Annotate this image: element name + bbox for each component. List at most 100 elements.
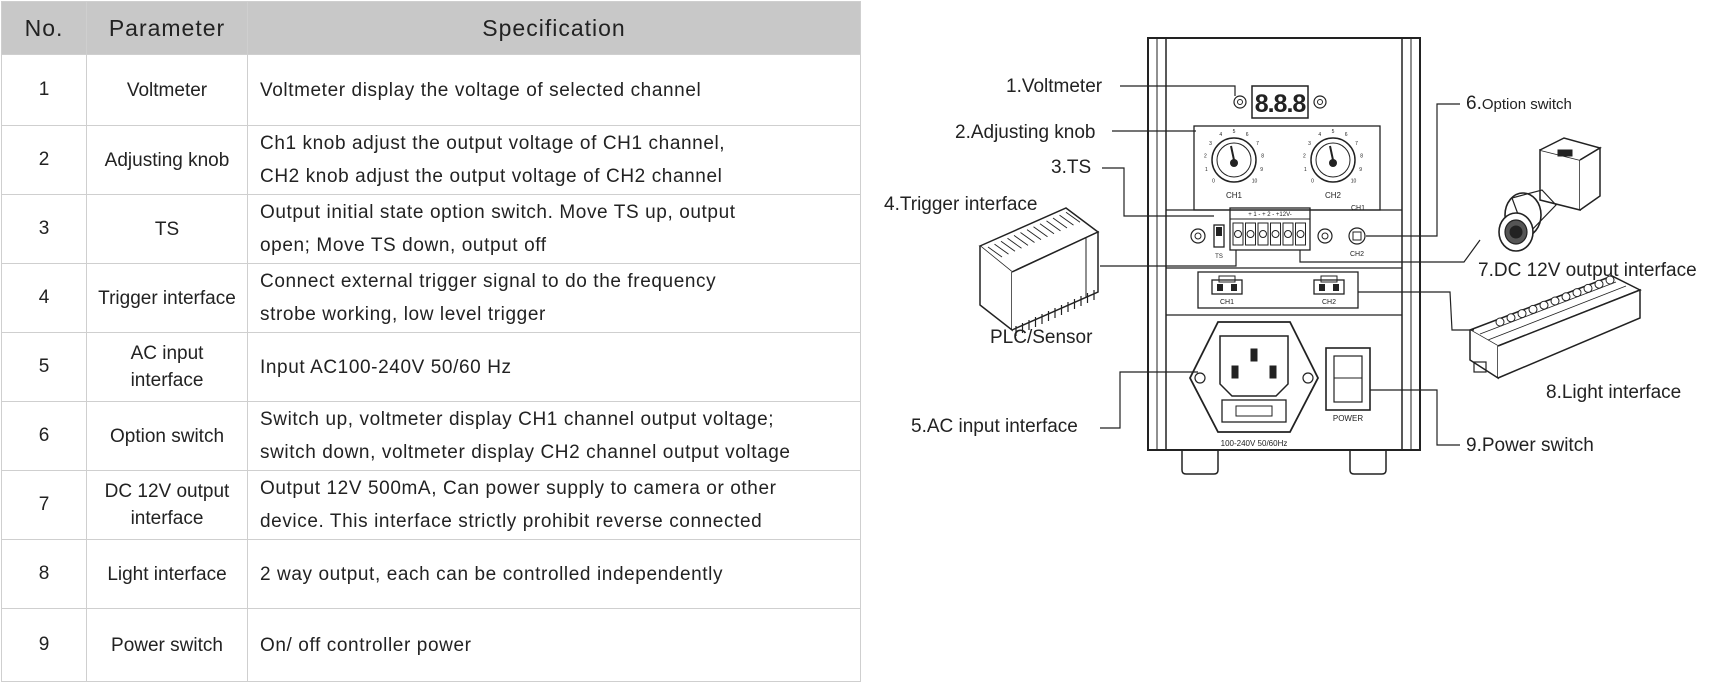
row-number: 5 <box>1 332 87 402</box>
camera <box>1498 137 1602 252</box>
dial-number: 5 <box>1332 129 1335 135</box>
terminal-slot <box>1245 222 1256 246</box>
terminal-screw <box>1271 230 1280 238</box>
row-specification: On/ off controller power <box>247 608 861 682</box>
light-connector-panel <box>1197 271 1359 309</box>
header-no: No. <box>1 1 87 55</box>
plc-sensor-label: PLC/Sensor <box>990 327 1093 348</box>
callout-light-interface: 8.Light interface <box>1546 382 1681 403</box>
callout-option-switch: 6.Option switch <box>1466 93 1572 114</box>
knob-ch2-label: CH2 <box>1325 191 1342 200</box>
voltmeter-digits: 8.8.8 <box>1255 90 1307 118</box>
dial-number: 4 <box>1318 132 1321 138</box>
terminal-screw <box>1246 230 1255 238</box>
plc-ridge <box>1000 240 1016 252</box>
led <box>1550 296 1560 306</box>
terminal-slot <box>1270 222 1281 246</box>
row-number: 6 <box>1 401 87 471</box>
dial-number: 7 <box>1355 141 1358 147</box>
led <box>1561 292 1571 302</box>
row-number: 1 <box>1 54 87 126</box>
row-specification: Switch up, voltmeter display CH1 channel… <box>247 401 861 471</box>
led <box>1583 283 1593 293</box>
dial-number: 1 <box>1205 167 1208 173</box>
ts-switch-label: TS <box>1215 254 1223 260</box>
knob-ch2[interactable] <box>1310 137 1356 183</box>
dial-number: 6 <box>1345 132 1348 138</box>
callout-adjusting-knob: 2.Adjusting knob <box>955 122 1096 143</box>
light-bar <box>1468 275 1642 380</box>
dial-number: 10 <box>1351 179 1357 185</box>
row-parameter: Voltmeter <box>86 54 248 126</box>
led <box>1506 313 1516 323</box>
plc-ridge <box>1065 211 1081 223</box>
dial-number: 5 <box>1233 129 1236 135</box>
row-specification: Output initial state option switch. Move… <box>247 194 861 264</box>
plc-ridge <box>1039 223 1055 235</box>
led <box>1539 300 1549 310</box>
plc-ridge <box>1020 232 1035 243</box>
callout-voltmeter: 1.Voltmeter <box>1006 76 1103 97</box>
dial-number: 0 <box>1212 179 1215 185</box>
row-number: 4 <box>1 263 87 333</box>
light-connector-ch2[interactable] <box>1313 275 1345 295</box>
dial-number: 9 <box>1260 167 1263 173</box>
light-connector-ch1[interactable] <box>1211 275 1243 295</box>
row-number: 8 <box>1 539 87 609</box>
led <box>1517 309 1527 319</box>
knob-panel <box>1193 125 1381 211</box>
plc-ridge <box>994 243 1009 255</box>
led <box>1594 279 1604 289</box>
plc-ridge <box>1026 229 1042 240</box>
controller-housing <box>1147 37 1421 475</box>
terminal-slot <box>1295 222 1306 246</box>
callout-ac-input: 5.AC input interface <box>911 416 1078 437</box>
plc-ridge <box>1046 220 1061 232</box>
light-ch1-label: CH1 <box>1220 299 1234 306</box>
option-switch[interactable] <box>1348 227 1366 245</box>
row-specification: Output 12V 500mA, Can power supply to ca… <box>247 470 861 540</box>
row-number: 3 <box>1 194 87 264</box>
dial-number: 8 <box>1360 154 1363 160</box>
callout-dc-output: 7.DC 12V output interface <box>1478 260 1697 281</box>
led <box>1528 304 1538 314</box>
ac-input-socket[interactable] <box>1188 321 1320 433</box>
knob-ch1[interactable] <box>1211 137 1257 183</box>
plc-ridge <box>1059 214 1074 226</box>
plc-sensor-block <box>978 207 1100 336</box>
plc-ridge <box>1007 237 1022 249</box>
ts-switch[interactable] <box>1213 224 1225 248</box>
row-parameter: Trigger interface <box>86 263 248 333</box>
light-ch2-label: CH2 <box>1322 299 1336 306</box>
terminal-slot <box>1282 222 1294 246</box>
power-switch[interactable] <box>1325 347 1371 411</box>
screw-right <box>1317 228 1333 244</box>
dial-number: 3 <box>1209 141 1212 147</box>
option-ch2-label: CH2 <box>1350 251 1364 258</box>
led <box>1572 288 1582 298</box>
callout-power-switch: 9.Power switch <box>1466 435 1594 456</box>
terminal-screw <box>1296 230 1305 238</box>
callout-trigger-interface: 4.Trigger interface <box>884 194 1037 215</box>
dial-number: 4 <box>1219 132 1222 138</box>
row-specification: Voltmeter display the voltage of selecte… <box>247 54 861 126</box>
knob-ch1-label: CH1 <box>1226 191 1243 200</box>
power-switch-label: POWER <box>1333 414 1363 423</box>
callout-ts: 3.TS <box>1051 157 1091 178</box>
dial-number: 2 <box>1303 154 1306 160</box>
terminal-screw <box>1234 230 1242 238</box>
dial-number: 2 <box>1204 154 1207 160</box>
terminal-screw <box>1284 230 1292 238</box>
option-ch1-label: CH1 <box>1351 205 1365 212</box>
dial-number: 9 <box>1359 167 1362 173</box>
dial-number: 0 <box>1311 179 1314 185</box>
row-specification: 2 way output, each can be controlled ind… <box>247 539 861 609</box>
dial-number: 3 <box>1308 141 1311 147</box>
